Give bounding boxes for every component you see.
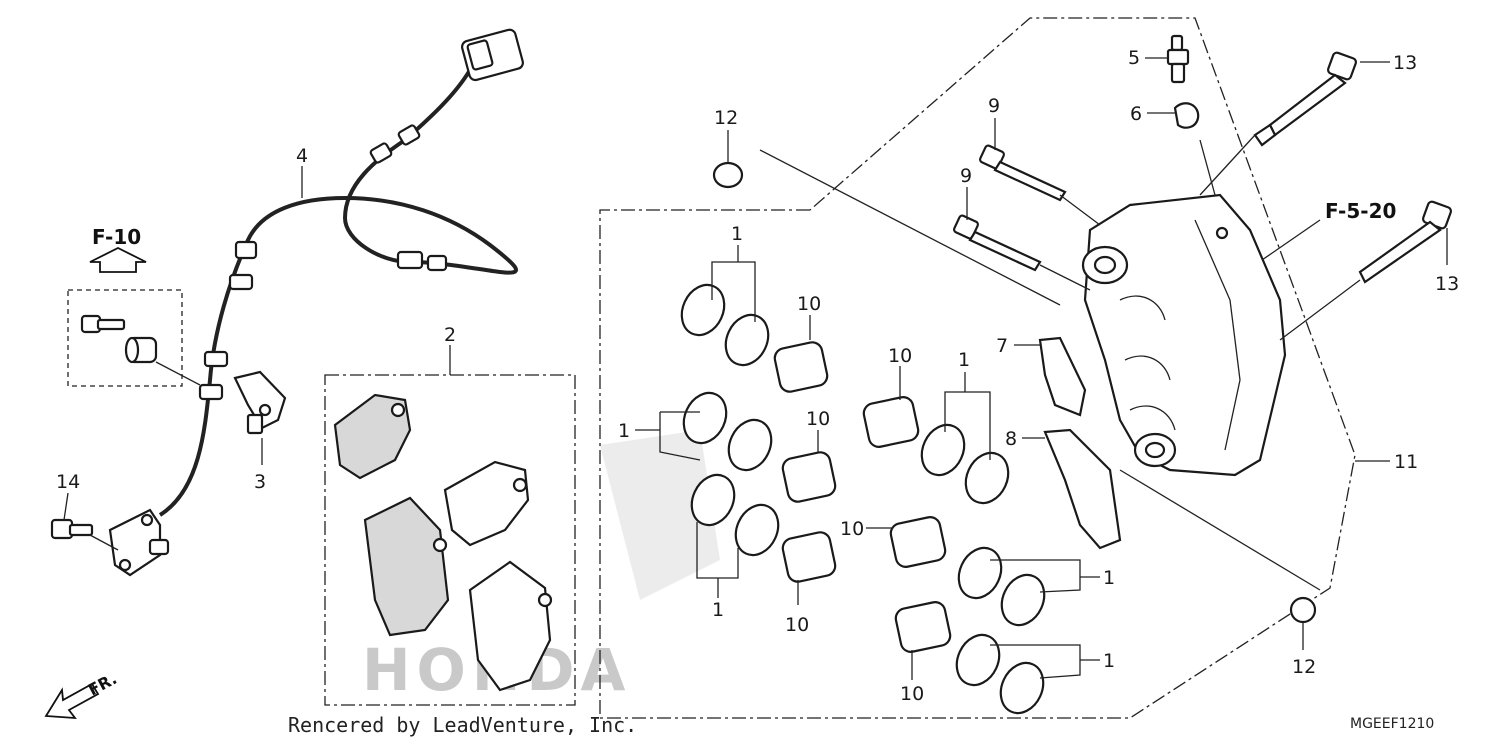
- callout-1: 1: [712, 599, 724, 621]
- callout-1: 1: [958, 349, 970, 371]
- collar-12-bottom: [1289, 596, 1317, 624]
- figure-code: MGEEF1210: [1350, 716, 1434, 732]
- callout-10: 10: [888, 345, 912, 367]
- callout-5: 5: [1128, 47, 1140, 69]
- callout-13: 13: [1435, 273, 1459, 295]
- callout-2: 2: [444, 324, 456, 346]
- callout-10: 10: [785, 614, 809, 636]
- reference-arrow-icon: [89, 246, 147, 273]
- speed-sensor-harness: [108, 28, 524, 577]
- callout-11: 11: [1394, 451, 1418, 473]
- caliper-pistons: [773, 341, 952, 653]
- callout-4: 4: [296, 145, 308, 167]
- callout-1: 1: [1103, 567, 1115, 589]
- callout-labels: 1 1 1 1 1 1 2 3 4 5 6 7 8 9 9 10 10 10 1…: [56, 47, 1459, 705]
- callout-3: 3: [254, 471, 266, 493]
- sensor-stay-3: [233, 370, 287, 465]
- reference-f520: F-5-20: [1325, 199, 1396, 223]
- brake-pad-set: [333, 393, 553, 692]
- callout-10: 10: [840, 518, 864, 540]
- callout-6: 6: [1130, 103, 1142, 125]
- collar-12-top: [712, 161, 744, 189]
- front-direction-indicator: FR.: [44, 669, 120, 720]
- pad-pins-9: [953, 144, 1067, 272]
- bleeder-valve-5: [1166, 34, 1190, 84]
- callout-10: 10: [797, 293, 821, 315]
- callout-14: 14: [56, 471, 80, 493]
- pad-spring-7: [1038, 336, 1087, 417]
- callout-12: 12: [1292, 656, 1316, 678]
- bleeder-cap-6: [1173, 102, 1200, 129]
- callout-13: 13: [1393, 52, 1417, 74]
- callout-9: 9: [988, 95, 1000, 117]
- callout-1: 1: [1103, 650, 1115, 672]
- render-credit: Rencered by LeadVenture, Inc.: [288, 713, 637, 737]
- reference-f10: F-10: [92, 225, 141, 249]
- callout-7: 7: [996, 335, 1008, 357]
- callout-9: 9: [960, 165, 972, 187]
- callout-1: 1: [731, 223, 743, 245]
- f10-reference-parts: [80, 314, 201, 386]
- front-direction-arrow-icon: [44, 682, 100, 720]
- caliper-body: [1081, 193, 1287, 477]
- bolt-14: [50, 518, 119, 551]
- callout-8: 8: [1005, 428, 1017, 450]
- pad-retainer-8: [1043, 428, 1122, 550]
- callout-10: 10: [806, 408, 830, 430]
- callout-10: 10: [900, 683, 924, 705]
- callout-1: 1: [618, 420, 630, 442]
- leader-lines: [63, 57, 1448, 680]
- callout-12: 12: [714, 107, 738, 129]
- mounting-bolts-13: [1253, 51, 1453, 284]
